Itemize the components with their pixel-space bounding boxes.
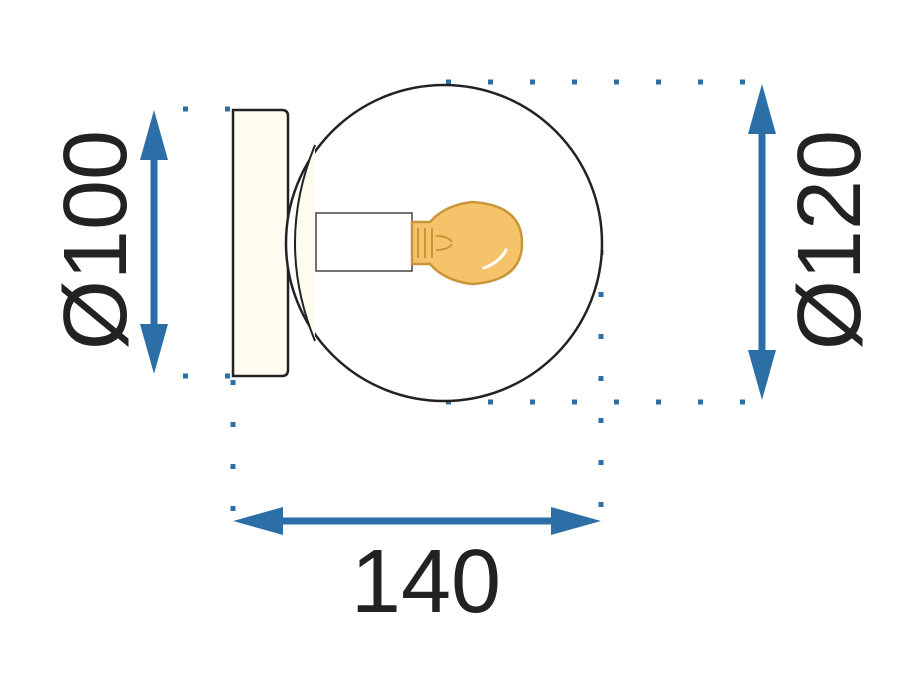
light-bulb-icon	[410, 200, 524, 286]
globe-diameter-arrow	[748, 84, 776, 400]
globe-diameter-label: Ø120	[780, 130, 880, 350]
depth-label: 140	[351, 532, 501, 632]
bulb-socket	[315, 212, 413, 272]
wall-base	[231, 108, 290, 378]
mount-cup	[294, 144, 316, 342]
dotted-guides	[183, 79, 750, 512]
base-diameter-arrow	[140, 110, 168, 374]
depth-arrow	[233, 507, 601, 535]
base-diameter-label: Ø100	[46, 130, 146, 350]
